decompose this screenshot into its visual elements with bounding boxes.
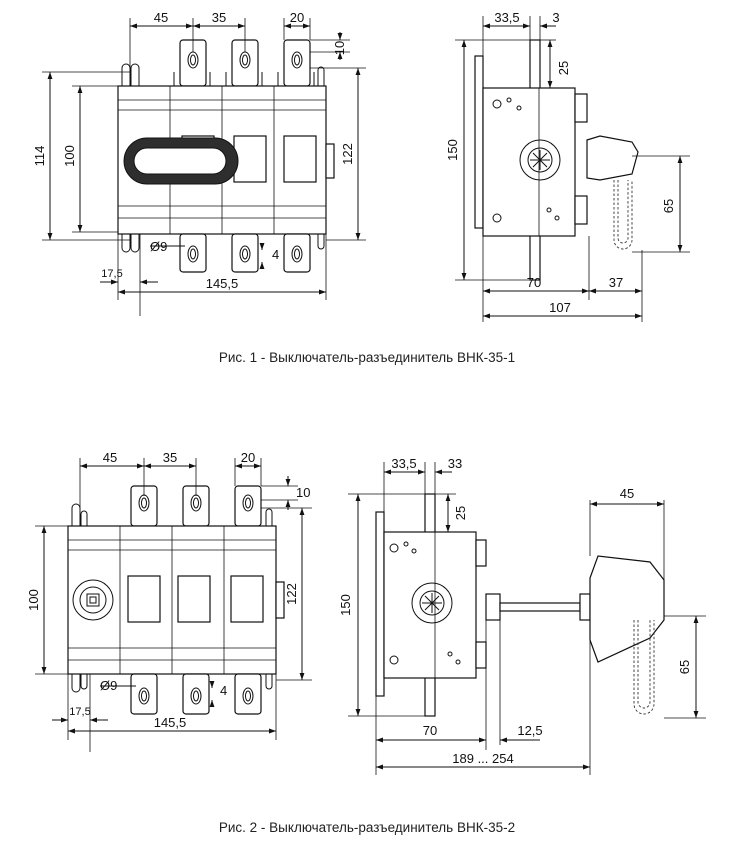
dim-label: 145,5 (154, 715, 187, 730)
fig1-side-view: 33,5 3 25 150 65 70 37 107 (445, 10, 690, 322)
dim-label: 33,5 (494, 10, 519, 25)
dim-label: 70 (527, 275, 541, 290)
fig2-front-view: 45 35 20 10 100 122 Ø9 4 17,5 145,5 (26, 450, 312, 752)
dim-label: 20 (241, 450, 255, 465)
dim-label: 70 (423, 723, 437, 738)
fig2-top-terminals (71, 485, 273, 527)
dim-label: 150 (338, 594, 353, 616)
dim-label: 37 (609, 275, 623, 290)
dim-label: 17,5 (69, 706, 90, 718)
dim-label: 114 (32, 146, 47, 167)
dim-label: 25 (453, 506, 468, 520)
dim-label: 45 (103, 450, 117, 465)
fig1-front-view: 45 35 20 10 114 100 122 Ø9 4 17,5 145,5 (32, 10, 366, 316)
fig1-side-dimension-lines (455, 16, 690, 322)
dim-label: 35 (163, 450, 177, 465)
dim-label: 10 (296, 485, 310, 500)
dim-label: 25 (556, 61, 571, 75)
dim-label: 12,5 (517, 723, 542, 738)
fig1-front-dimension-lines (42, 18, 366, 316)
dim-label: 33 (448, 456, 462, 471)
dim-label: 4 (220, 683, 227, 698)
dim-label: 107 (549, 300, 571, 315)
dim-label: 150 (445, 139, 460, 161)
dim-label: 10 (332, 41, 347, 55)
figure-1-caption: Рис. 1 - Выключатель-разъединитель ВНК-3… (218, 350, 516, 365)
dim-label: 122 (340, 143, 355, 165)
dim-label: 4 (272, 247, 279, 262)
dim-label: 17,5 (101, 268, 122, 280)
dim-label: 45 (620, 486, 634, 501)
dim-label: 145,5 (206, 276, 239, 291)
fig2-side-dimension-lines (348, 462, 706, 775)
dim-label: Ø9 (100, 678, 117, 693)
dim-label: 65 (661, 199, 676, 213)
figure-2-caption: Рис. 2 - Выключатель-разъединитель ВНК-3… (218, 820, 516, 835)
dim-label: 35 (212, 10, 226, 25)
dim-label: Ø9 (150, 239, 167, 254)
dim-label: 3 (552, 10, 559, 25)
fig1-top-terminals (121, 39, 325, 87)
dim-label: 122 (284, 583, 299, 605)
dim-label: 33,5 (391, 456, 416, 471)
dim-label: 65 (677, 660, 692, 674)
dim-label: 189 ... 254 (452, 751, 513, 766)
dim-label: 45 (154, 10, 168, 25)
dim-label: 100 (26, 589, 41, 611)
fig2-front-dimension-lines (35, 458, 312, 752)
fig2-shaft-coupling (72, 579, 114, 621)
dim-label: 20 (290, 10, 304, 25)
fig2-bottom-terminals (71, 673, 273, 715)
fig1-bottom-terminals (121, 233, 325, 273)
fig1-handle (123, 137, 239, 185)
dim-label: 100 (62, 145, 77, 167)
fig2-side-view: 33,5 33 25 150 45 65 70 12,5 189 ... 254 (338, 456, 706, 775)
